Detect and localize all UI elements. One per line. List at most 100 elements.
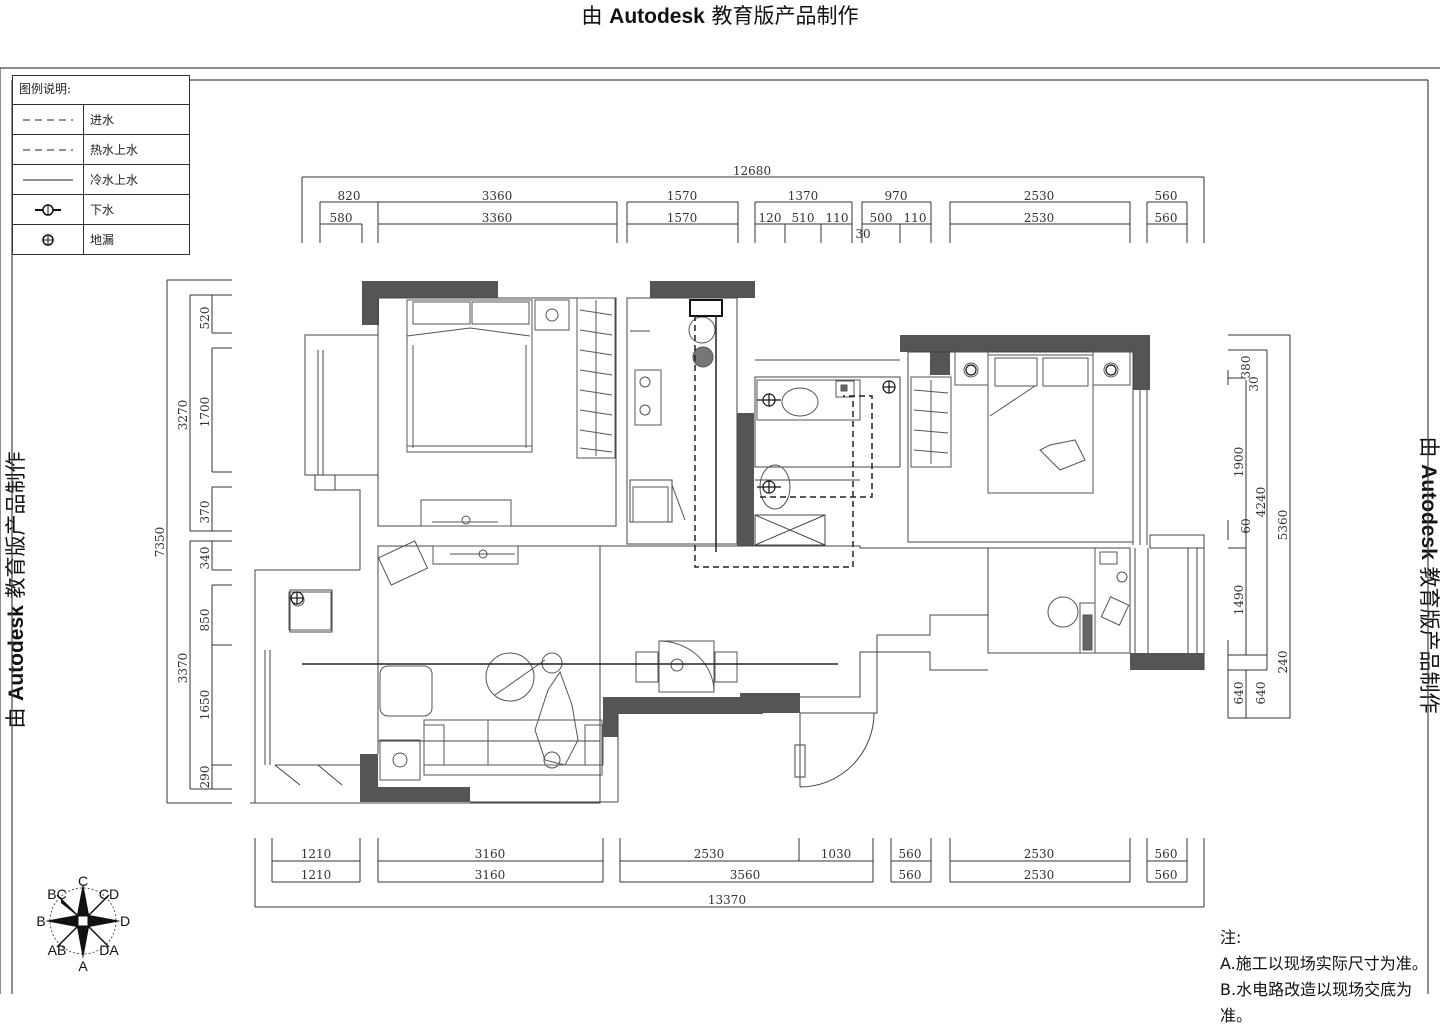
- watermark-prefix: 由: [581, 4, 603, 28]
- sofa-icon: [379, 665, 604, 781]
- master-bed-icon: [406, 299, 533, 453]
- solid-line-icon: [13, 165, 84, 194]
- dim-label: 580: [330, 211, 353, 225]
- note-line: A.施工以现场实际尺寸为准。: [1220, 954, 1428, 973]
- structural-walls: [360, 281, 1204, 802]
- dim-label: 500: [870, 211, 893, 225]
- nightstand-icon: [954, 351, 1131, 386]
- dim-label: 1210: [301, 868, 332, 882]
- legend-row: 冷水上水: [13, 165, 189, 195]
- dim-label: 2530: [1024, 847, 1055, 861]
- legend-title: 图例说明:: [13, 76, 189, 105]
- floor-drain-icon: [965, 364, 1117, 376]
- dim-label: 3160: [475, 847, 506, 861]
- dim-label: 1700: [198, 397, 212, 428]
- dim-label: 1900: [1232, 447, 1246, 478]
- legend-label: 冷水上水: [90, 173, 139, 187]
- legend-label: 进水: [90, 113, 115, 127]
- compass-label: AB: [48, 942, 67, 958]
- drain-pipe-icon: [757, 393, 781, 407]
- watermark-top: 由 Autodesk 教育版产品制作: [0, 0, 1440, 30]
- compass-label: C: [78, 873, 88, 889]
- dim-label: 1210: [301, 847, 332, 861]
- stove-icon: [634, 369, 662, 426]
- note-line: B.水电路改造以现场交底为准。: [1220, 980, 1413, 1025]
- floor-drain-icon: [882, 380, 896, 394]
- entry-door: [794, 712, 875, 788]
- legend-row: 下水: [13, 195, 189, 225]
- compass-label: DA: [99, 942, 119, 958]
- watermark-suffix: 教育版产品制作: [711, 4, 859, 28]
- dim-label: 560: [1155, 189, 1178, 203]
- dim-label: 370: [198, 501, 212, 524]
- legend-label: 下水: [90, 203, 115, 217]
- dim-label: 1570: [667, 189, 698, 203]
- dim-label: 520: [198, 307, 212, 330]
- hot-water-line: [760, 395, 873, 498]
- dim-label: 110: [826, 211, 849, 225]
- dim-label: 30: [1247, 376, 1261, 391]
- plumbing-lines: [302, 315, 873, 665]
- legend-row: 进水: [13, 105, 189, 135]
- dim-label: 2530: [694, 847, 725, 861]
- dim-label: 1650: [198, 690, 212, 721]
- dim-label: 60: [1239, 518, 1253, 533]
- dim-label: 1570: [667, 211, 698, 225]
- dim-label: 3270: [176, 400, 190, 431]
- dim-label: 120: [759, 211, 782, 225]
- tv-cabinet-icon: [420, 499, 519, 565]
- watermark-brand: Autodesk: [609, 5, 705, 28]
- dim-label: 3370: [176, 653, 190, 684]
- dim-label: 560: [1155, 211, 1178, 225]
- desk-icon: [1047, 548, 1130, 654]
- dim-label: 970: [885, 189, 908, 203]
- legend-row: 地漏: [13, 225, 189, 254]
- furniture: [288, 297, 1131, 781]
- inlet-water-line: [694, 315, 854, 568]
- dim-label: 3160: [475, 868, 506, 882]
- dim-label: 2530: [1024, 868, 1055, 882]
- dim-left-total: 7350: [153, 527, 167, 558]
- left-dimension-labels: 7350 3270 3370 520 1700 370 340 850 1650…: [153, 307, 212, 789]
- dim-label: 3360: [482, 189, 513, 203]
- dim-label: 510: [792, 211, 815, 225]
- bottom-dimensions: [254, 838, 1205, 908]
- dining-table-icon: [635, 640, 738, 693]
- drain-pipe-icon: [13, 195, 84, 224]
- dim-label: 560: [899, 868, 922, 882]
- compass-rose-icon: C BC CD B D AB DA A: [36, 873, 130, 974]
- dim-label: 640: [1254, 682, 1268, 705]
- dim-label: 850: [198, 609, 212, 632]
- dim-label: 340: [198, 547, 212, 570]
- dim-label: 2530: [1024, 211, 1055, 225]
- right-dimension-labels: 5360 4240 380 30 1900 60 1490 240 640 64…: [1232, 356, 1290, 705]
- dim-label: 380: [1239, 356, 1253, 379]
- bathtub-icon: [756, 379, 861, 421]
- drain-pipe-icon: [757, 480, 781, 494]
- nightstand-icon: [534, 299, 570, 331]
- dim-label: 640: [1232, 682, 1246, 705]
- second-bed-icon: [987, 354, 1094, 494]
- dim-label: 3360: [482, 211, 513, 225]
- notes-block: 注: A.施工以现场实际尺寸为准。 B.水电路改造以现场交底为准。: [1220, 925, 1440, 1029]
- dim-right-outer: 5360: [1276, 510, 1290, 541]
- drain-symbols: [290, 364, 1117, 605]
- chair-icon: [688, 299, 723, 368]
- dim-label: 820: [338, 189, 361, 203]
- dim-label: 30: [855, 227, 870, 241]
- dim-label: 560: [1155, 868, 1178, 882]
- compass-label: BC: [47, 886, 66, 902]
- legend-row: 热水上水: [13, 135, 189, 165]
- dim-label: 3560: [730, 868, 761, 882]
- dim-label: 110: [904, 211, 927, 225]
- notes-title: 注:: [1220, 928, 1242, 947]
- bottom-dimension-labels: 1210 3160 2530 1030 560 2530 560 1210 31…: [301, 847, 1178, 907]
- dashed-line-icon: [13, 105, 84, 134]
- dim-top-total: 12680: [733, 164, 771, 178]
- refrigerator-icon: [632, 484, 686, 523]
- room-outlines: [250, 297, 1205, 804]
- top-dimensions: [301, 176, 1205, 243]
- dashed-line-icon: [13, 135, 84, 164]
- dim-label: 290: [198, 766, 212, 789]
- dim-label: 1030: [821, 847, 852, 861]
